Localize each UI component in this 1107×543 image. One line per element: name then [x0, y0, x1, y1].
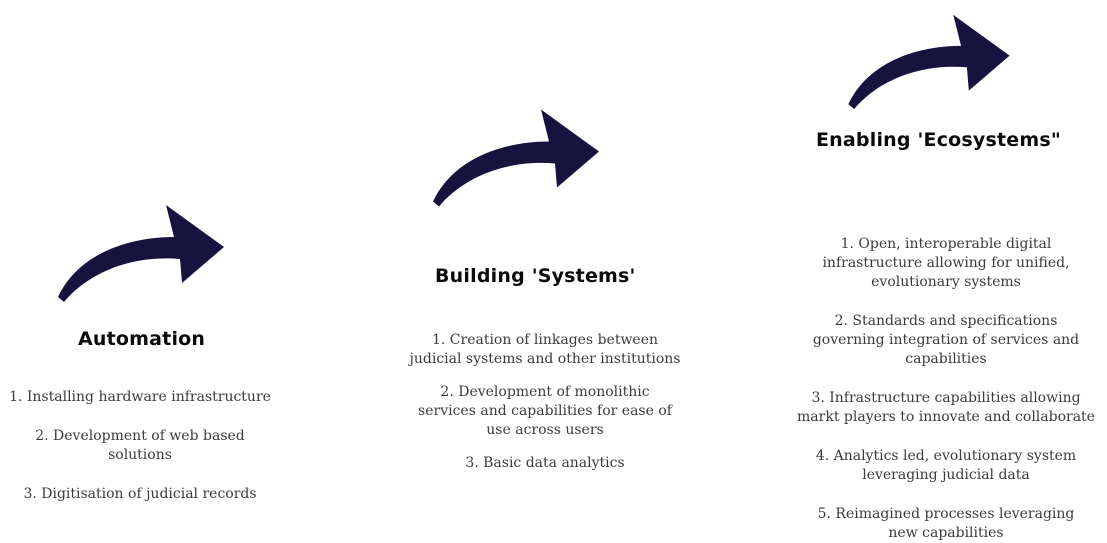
list-item: 1. Creation of linkages between judicial… — [409, 332, 681, 367]
stage-list-enabling-ecosystems: 1. Open, interoperable digital infrastru… — [789, 235, 1103, 543]
list-item: 1. Open, interoperable digital infrastru… — [822, 236, 1070, 290]
stage-title-enabling-ecosystems: Enabling 'Ecosystems" — [816, 129, 1061, 151]
list-item: 2. Development of monolithic services an… — [418, 384, 672, 438]
stage-list-building-systems: 1. Creation of linkages between judicial… — [404, 331, 686, 473]
curved-arrow-icon — [58, 205, 224, 302]
stage-title-building-systems: Building 'Systems' — [435, 265, 636, 287]
list-item: 1. Installing hardware infrastructure — [9, 389, 271, 405]
list-item: 4. Analytics led, evolutionary system le… — [815, 448, 1077, 483]
list-item: 5. Reimagined processes leveraging new c… — [817, 506, 1075, 541]
list-item: 2. Development of web based solutions — [35, 428, 245, 463]
curved-arrow-icon — [848, 14, 1010, 110]
list-item: 3. Basic data analytics — [465, 455, 625, 471]
list-item: 3. Digitisation of judicial records — [23, 486, 257, 502]
list-item: 3. Infrastructure capabilities allowing … — [797, 390, 1095, 425]
curved-arrow-icon — [433, 109, 599, 207]
stage-list-automation: 1. Installing hardware infrastructure 2.… — [4, 388, 276, 504]
stage-title-automation: Automation — [78, 328, 206, 350]
list-item: 2. Standards and specifications governin… — [812, 313, 1080, 367]
